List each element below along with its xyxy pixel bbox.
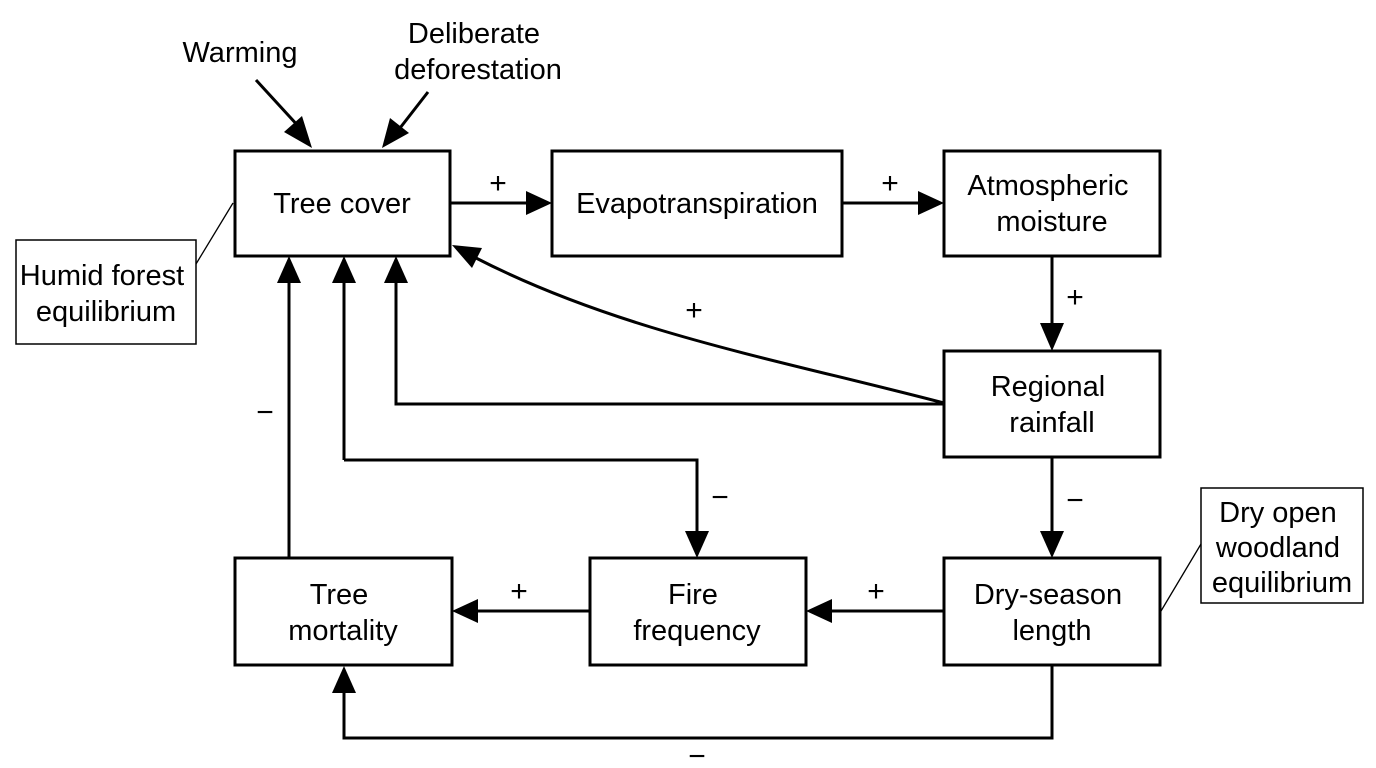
fire-frequency-box bbox=[588, 556, 808, 667]
tree-mortality-box bbox=[233, 556, 454, 667]
drivers: Warming Deliberate deforestation bbox=[183, 18, 562, 86]
connectors bbox=[195, 78, 1202, 740]
deforestation-label: Deliberate deforestation bbox=[394, 18, 562, 86]
tree-mortality-label: Tree mortality bbox=[288, 579, 398, 647]
atmospheric-moisture-box bbox=[942, 149, 1162, 258]
arrowhead-moisture bbox=[918, 191, 944, 215]
sign-rainfall-to-dry: − bbox=[1066, 484, 1084, 517]
arrow-warming-to-tree-cover bbox=[254, 78, 302, 130]
sign-tree-to-fire: − bbox=[711, 481, 729, 514]
regional-rainfall-label: Regional rainfall bbox=[991, 371, 1114, 439]
arrowhead-tree-cover-from-fire-loop bbox=[332, 256, 356, 283]
signs: + + + + − − + + − − bbox=[256, 167, 1084, 768]
callout-dry-woodland: Dry open woodland equilibrium bbox=[1200, 487, 1364, 604]
node-atmospheric-moisture: Atmospheric moisture bbox=[942, 149, 1162, 258]
node-tree-mortality: Tree mortality bbox=[233, 556, 454, 667]
arrow-deforestation-to-tree-cover bbox=[398, 91, 430, 129]
humid-callout-box bbox=[15, 239, 197, 345]
dry-season-length-box bbox=[942, 556, 1162, 667]
arrowhead-deforestation bbox=[382, 118, 409, 148]
node-regional-rainfall: Regional rainfall bbox=[942, 349, 1162, 459]
line-rainfall-to-tree-cover bbox=[394, 280, 944, 406]
node-fire-frequency: Fire frequency bbox=[588, 556, 808, 667]
sign-evap-to-moisture: + bbox=[881, 167, 899, 200]
evapotranspiration-box bbox=[550, 149, 844, 258]
fire-frequency-label: Fire frequency bbox=[633, 579, 761, 647]
sign-dry-to-fire: + bbox=[867, 575, 885, 608]
dry-callout-label: Dry open woodland equilibrium bbox=[1212, 497, 1352, 599]
arrowhead-mortality-from-dry bbox=[332, 666, 356, 693]
line-dry-season-to-mortality bbox=[342, 665, 1054, 740]
tree-cover-label: Tree cover bbox=[273, 188, 411, 220]
arrowhead-curve-tree-cover bbox=[452, 245, 482, 268]
node-evapotranspiration: Evapotranspiration bbox=[550, 149, 844, 258]
curve-rainfall-to-tree-cover bbox=[475, 256, 945, 405]
sign-dry-to-mortality: − bbox=[688, 740, 706, 768]
warming-label: Warming bbox=[183, 37, 298, 69]
arrowhead-rainfall-tree-cover bbox=[384, 256, 408, 283]
arrowhead-evapotranspiration bbox=[526, 191, 552, 215]
dry-season-length-label: Dry-season length bbox=[974, 579, 1130, 647]
atmospheric-moisture-label: Atmospheric moisture bbox=[967, 170, 1136, 238]
node-tree-cover: Tree cover bbox=[233, 149, 452, 258]
arrowhead-fire-frequency bbox=[685, 531, 709, 558]
evapotranspiration-label: Evapotranspiration bbox=[576, 188, 818, 220]
arrowhead-tree-cover-from-mortality bbox=[277, 256, 301, 283]
sign-fire-to-mortality: + bbox=[510, 575, 528, 608]
tree-cover-box bbox=[233, 149, 452, 258]
arrowhead-fire-from-dry bbox=[806, 599, 832, 623]
leader-dry-callout bbox=[1160, 543, 1202, 612]
sign-rainfall-to-tree-curve: + bbox=[685, 294, 703, 327]
dry-callout-box bbox=[1200, 487, 1364, 604]
humid-callout-label: Humid forest equilibrium bbox=[20, 260, 192, 328]
node-dry-season-length: Dry-season length bbox=[942, 556, 1162, 667]
regional-rainfall-box bbox=[942, 349, 1162, 459]
callout-humid-forest: Humid forest equilibrium bbox=[15, 239, 197, 345]
arrowhead-dry-season bbox=[1040, 531, 1064, 558]
sign-tree-to-evap: + bbox=[489, 167, 507, 200]
arrowhead-mortality bbox=[452, 599, 478, 623]
line-tree-cover-to-fire bbox=[344, 458, 699, 534]
arrowhead-rainfall bbox=[1040, 323, 1064, 351]
sign-mortality-to-tree: − bbox=[256, 396, 274, 429]
leader-humid-callout bbox=[195, 202, 234, 265]
arrowhead-warming bbox=[284, 116, 312, 148]
sign-moisture-to-rainfall: + bbox=[1066, 281, 1084, 314]
